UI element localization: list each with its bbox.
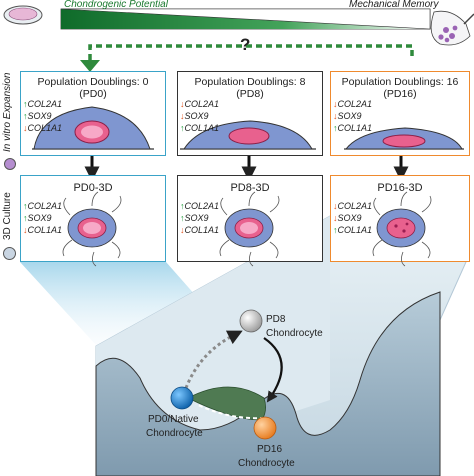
pd8-3d-panel: PD8-3D	[177, 175, 323, 262]
gene-row: ↑SOX9	[180, 213, 209, 223]
gene-name: SOX9	[27, 111, 52, 121]
pd0-expansion-subtitle: (PD0)	[79, 88, 107, 100]
gene-row: ↑COL2A1	[180, 201, 220, 211]
gene-name: COL2A1	[184, 201, 220, 211]
gene-row: ↓COL1A1	[23, 123, 63, 133]
dashed-feedback-arrow	[88, 44, 414, 60]
gene-row: ↓SOX9	[333, 111, 362, 121]
3d-culture-side-label: 3D Culture	[2, 192, 13, 240]
gene-name: COL1A1	[184, 123, 220, 133]
culture-flask-icon	[3, 5, 43, 25]
pd16-expansion-title: Population Doublings: 16	[341, 76, 459, 88]
pd16-3d-title: PD16-3D	[377, 182, 423, 194]
gene-row: ↓COL2A1	[333, 201, 373, 211]
gene-name: COL2A1	[337, 99, 373, 109]
gene-row: ↑COL1A1	[180, 123, 220, 133]
gene-name: COL1A1	[184, 225, 220, 235]
pd16-expansion-subtitle: (PD16)	[383, 88, 417, 100]
pd16-pd0-dashed-arrow	[195, 403, 265, 420]
mechanical-memory-label: Mechanical Memory	[349, 0, 439, 10]
pd0-sublabel: Chondrocyte	[146, 428, 203, 439]
pd16-label: PD16	[257, 444, 283, 455]
pd8-label: PD8	[266, 314, 286, 325]
gene-name: COL1A1	[27, 225, 63, 235]
gene-row: ↓SOX9	[333, 213, 362, 223]
gene-row: ↓COL2A1	[180, 99, 220, 109]
pd16-expansion-panel: Population Doublings: 16 (PD16)	[330, 71, 470, 156]
gene-name: SOX9	[337, 111, 362, 121]
gene-row: ↑COL1A1	[333, 225, 373, 235]
pd0-expansion-cell	[32, 106, 154, 150]
pd0-3d-title: PD0-3D	[73, 182, 113, 194]
energy-landscape	[95, 215, 467, 476]
expansion-side-icon	[4, 158, 16, 170]
pd8-sublabel: Chondrocyte	[266, 328, 323, 339]
gene-name: COL1A1	[27, 123, 63, 133]
pd8-expansion-cell	[180, 120, 316, 150]
gene-name: SOX9	[184, 213, 209, 223]
pd0-label: PD0/Native	[148, 414, 199, 425]
transition-arrows	[84, 155, 409, 182]
gene-name: SOX9	[27, 213, 52, 223]
gene-row: ↓COL2A1	[333, 99, 373, 109]
gene-row: ↓COL1A1	[23, 225, 63, 235]
mechanical-memory-wedge	[60, 8, 431, 30]
gene-row: ↑COL2A1	[23, 99, 63, 109]
pd0-ball	[170, 386, 194, 410]
gene-row: ↑COL1A1	[333, 123, 373, 133]
pd16-ball	[253, 416, 277, 440]
chondrogenic-potential-label: Chondrogenic Potential	[64, 0, 168, 10]
pd8-expansion-title: Population Doublings: 8	[194, 76, 306, 88]
question-mark: ?	[240, 35, 251, 54]
gene-name: COL2A1	[184, 99, 220, 109]
pd8-expansion-subtitle: (PD8)	[236, 88, 264, 100]
pd8-expansion-panel: Population Doublings: 8 (PD8)	[177, 71, 323, 156]
pd16-expansion-cell	[344, 127, 464, 150]
gene-row: ↓SOX9	[180, 111, 209, 121]
in-vitro-expansion-side-label: In vitro Expansion	[2, 72, 13, 153]
gene-name: COL2A1	[337, 201, 373, 211]
cell-bottle-icon	[430, 10, 474, 46]
gene-row: ↓COL1A1	[180, 225, 220, 235]
pd0-pd8-dotted-arrow	[184, 330, 243, 389]
gene-row: ↑SOX9	[23, 111, 52, 121]
gene-row: ↑COL2A1	[23, 201, 63, 211]
pd0-expansion-title: Population Doublings: 0	[37, 76, 149, 88]
pd8-ball	[239, 309, 263, 333]
gene-name: COL1A1	[337, 123, 373, 133]
gene-name: COL1A1	[337, 225, 373, 235]
pd8-pd16-arrow	[263, 337, 283, 403]
gene-name: COL2A1	[27, 201, 63, 211]
pd16-sublabel: Chondrocyte	[238, 458, 295, 469]
pd8-3d-title: PD8-3D	[230, 182, 270, 194]
culture-side-icon	[3, 247, 16, 260]
gene-name: COL2A1	[27, 99, 63, 109]
gene-name: SOX9	[337, 213, 362, 223]
pd0-expansion-panel: Population Doublings: 0 (PD0)	[20, 71, 166, 156]
gene-row: ↑SOX9	[23, 213, 52, 223]
gene-name: SOX9	[184, 111, 209, 121]
